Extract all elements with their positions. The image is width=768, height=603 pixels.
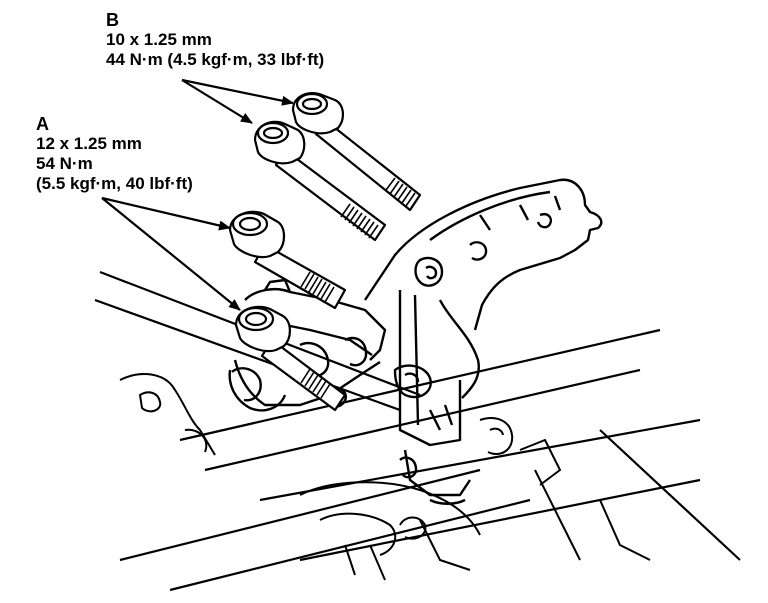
callout-a-torque: 54 N·m	[36, 154, 93, 173]
callout-b-leaders	[181, 78, 294, 124]
callout-b-bolt-size: 10 x 1.25 mm	[106, 30, 212, 49]
callout-b: B 10 x 1.25 mm 44 N·m (4.5 kgf·m, 33 lbf…	[106, 10, 324, 70]
bolt-b2	[253, 120, 387, 242]
mount-bracket	[364, 178, 603, 505]
callout-b-letter: B	[106, 10, 119, 30]
engine-mount-arm	[228, 278, 387, 412]
callout-a-bolt-size: 12 x 1.25 mm	[36, 134, 142, 153]
bolt-a1	[228, 210, 347, 310]
callout-a-letter: A	[36, 114, 49, 134]
callout-a-leaders	[101, 196, 241, 311]
callout-a: A 12 x 1.25 mm 54 N·m (5.5 kgf·m, 40 lbf…	[36, 114, 193, 194]
callout-a-torque-alt: (5.5 kgf·m, 40 lbf·ft)	[36, 174, 193, 193]
bolt-a2	[234, 305, 347, 412]
frame-rails	[94, 270, 741, 592]
callout-b-torque: 44 N·m (4.5 kgf·m, 33 lbf·ft)	[106, 50, 325, 69]
engine-block	[119, 373, 651, 581]
bolt-b1	[291, 92, 422, 212]
